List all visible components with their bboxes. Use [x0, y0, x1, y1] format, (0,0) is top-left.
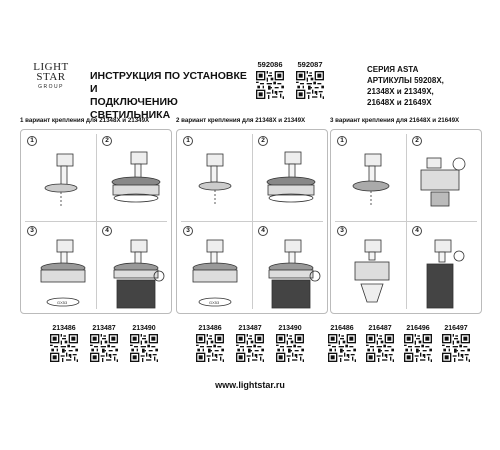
step-number: 3 — [183, 226, 193, 236]
bottom-code: 213487 — [238, 325, 262, 332]
qr-code-icon — [196, 334, 224, 362]
step-number: 4 — [258, 226, 268, 236]
variant-2-label: 2 вариант крепления для 21348X и 21349X — [176, 117, 306, 124]
step-number: 4 — [102, 226, 112, 236]
variant-1-panel: 1 2 3 4 GX53 — [20, 129, 172, 314]
bottom-code: 216487 — [368, 325, 392, 332]
qr-code-icon — [442, 334, 470, 362]
qr-code-icon — [404, 334, 432, 362]
step-number: 1 — [337, 136, 347, 146]
title-line-2: ПОДКЛЮЧЕНИЮ СВЕТИЛЬНИКА — [90, 96, 178, 121]
title-line-1: ИНСТРУКЦИЯ ПО УСТАНОВКЕ И — [90, 70, 247, 95]
qr-code-icon — [276, 334, 304, 362]
step-number: 2 — [258, 136, 268, 146]
qr-code-icon — [328, 334, 356, 362]
brand-logo: LIGHT STAR GROUP — [30, 61, 72, 91]
top-qr-block-2: 592087 — [296, 60, 324, 99]
variant-3-label: 3 вариант крепления для 21648X и 21649X — [330, 117, 460, 124]
top-code-2: 592087 — [297, 60, 323, 69]
bottom-qr-block: 213486 — [44, 325, 84, 362]
series-line-1: СЕРИЯ ASTA — [367, 65, 419, 74]
bottom-code: 216497 — [444, 325, 468, 332]
series-line-2: АРТИКУЛЫ 59208X, — [367, 76, 444, 85]
variant-1-label: 1 вариант крепления для 21348X и 21349X — [20, 117, 150, 124]
top-code-1: 592086 — [257, 60, 283, 69]
step-number: 4 — [412, 226, 422, 236]
bottom-code: 213486 — [52, 325, 76, 332]
qr-code-icon — [50, 334, 78, 362]
bottom-qr-block: 216496 — [398, 325, 438, 362]
top-qr-block-1: 592086 — [256, 60, 284, 99]
mounting-diagram-illustration — [352, 153, 466, 309]
qr-code-icon — [366, 334, 394, 362]
website-url[interactable]: www.lightstar.ru — [215, 380, 285, 390]
document-title: ИНСТРУКЦИЯ ПО УСТАНОВКЕ И ПОДКЛЮЧЕНИЮ СВ… — [90, 70, 250, 122]
bottom-code: 216486 — [330, 325, 354, 332]
bottom-qr-block: 213490 — [124, 325, 164, 362]
qr-code-icon — [296, 71, 324, 99]
series-line-3: 21348X и 21349X, — [367, 87, 434, 96]
step-number: 1 — [183, 136, 193, 146]
bottom-qr-block: 216486 — [322, 325, 362, 362]
variant-2-panel: 1 2 3 4 GX53 — [176, 129, 328, 314]
step-number: 1 — [27, 136, 37, 146]
mounting-diagram-illustration: GX53 — [192, 151, 321, 309]
bottom-code: 213486 — [198, 325, 222, 332]
bottom-qr-block: 213487 — [84, 325, 124, 362]
step-number: 3 — [337, 226, 347, 236]
bottom-qr-block: 213487 — [230, 325, 270, 362]
step-number: 2 — [412, 136, 422, 146]
qr-code-icon — [90, 334, 118, 362]
bottom-code: 213490 — [278, 325, 302, 332]
bottom-qr-block: 213490 — [270, 325, 310, 362]
bottom-qr-block: 216487 — [360, 325, 400, 362]
bottom-qr-block: 213486 — [190, 325, 230, 362]
bottom-code: 213490 — [132, 325, 156, 332]
part-label: GX53 — [57, 300, 68, 305]
qr-code-icon — [256, 71, 284, 99]
series-info: СЕРИЯ ASTA АРТИКУЛЫ 59208X, 21348X и 213… — [367, 64, 444, 108]
logo-line-2: STAR — [36, 71, 66, 83]
step-number: 3 — [27, 226, 37, 236]
bottom-code: 216496 — [406, 325, 430, 332]
variant-3-panel: 1 2 3 4 — [330, 129, 482, 314]
mounting-diagram-illustration: GX53 — [40, 151, 165, 309]
bottom-qr-block: 216497 — [436, 325, 476, 362]
logo-line-1: LIGHT — [33, 61, 69, 73]
qr-code-icon — [130, 334, 158, 362]
bottom-code: 213487 — [92, 325, 116, 332]
logo-line-3: GROUP — [38, 84, 64, 90]
series-line-4: 21648X и 21649X — [367, 98, 432, 107]
step-number: 2 — [102, 136, 112, 146]
qr-code-icon — [236, 334, 264, 362]
part-label: GX53 — [209, 300, 220, 305]
